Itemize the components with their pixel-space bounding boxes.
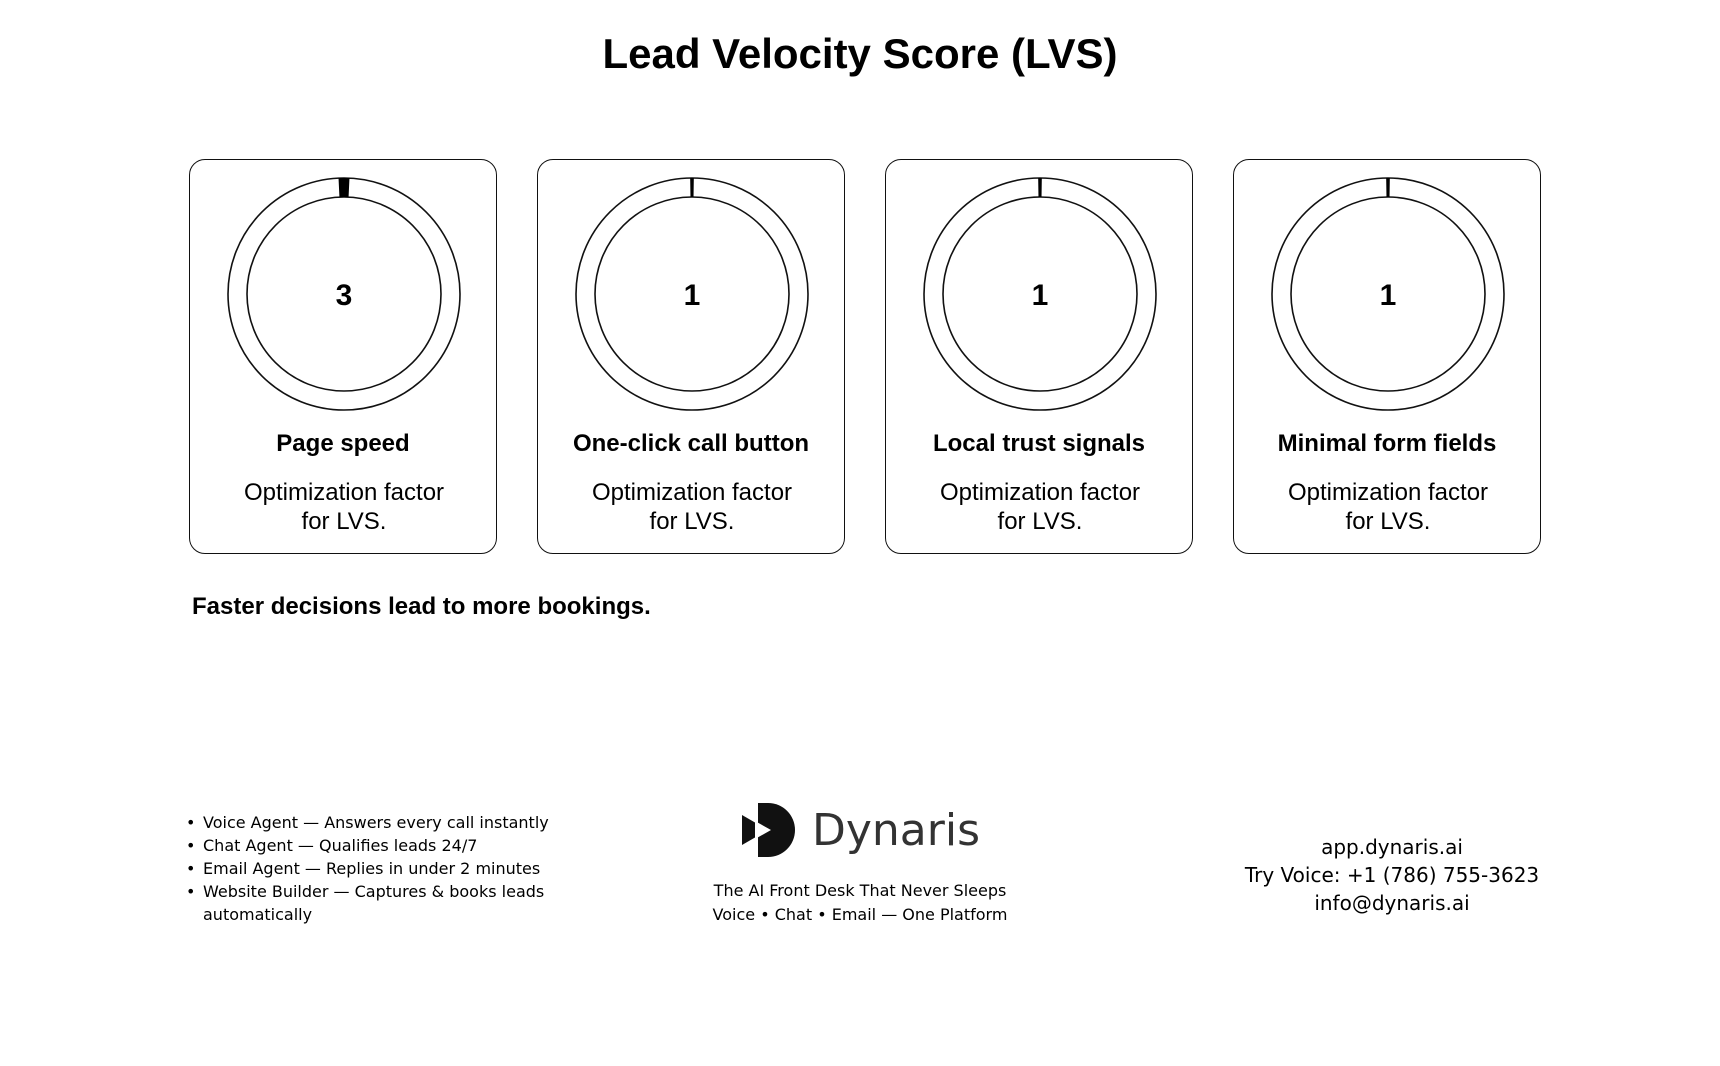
card-title: One-click call button bbox=[572, 430, 810, 457]
phone-number[interactable]: Try Voice: +1 (786) 755-3623 bbox=[1244, 863, 1540, 887]
page-title: Lead Velocity Score (LVS) bbox=[602, 30, 1118, 77]
dynaris-logo-icon bbox=[742, 803, 795, 857]
list-item: Website Builder — Captures & books leads… bbox=[186, 880, 556, 926]
gauge-fill bbox=[690, 178, 694, 198]
brand-slogan: The AI Front Desk That Never Sleeps Voic… bbox=[712, 881, 1008, 924]
card-title: Minimal form fields bbox=[1277, 430, 1497, 457]
tagline: Faster decisions lead to more bookings. bbox=[192, 593, 651, 620]
contact-info: app.dynaris.ai Try Voice: +1 (786) 755-3… bbox=[1192, 833, 1592, 917]
gauge-value: 1 bbox=[684, 279, 701, 312]
gauge-fill bbox=[338, 178, 350, 198]
list-item: Email Agent — Replies in under 2 minutes bbox=[186, 857, 556, 880]
list-item: Voice Agent — Answers every call instant… bbox=[186, 811, 556, 834]
gauge-ring: 3 bbox=[227, 177, 461, 411]
gauge-ring: 1 bbox=[923, 177, 1157, 411]
gauge-value: 1 bbox=[1380, 279, 1397, 312]
card-one-click-call-button: 1 One-click call button Optimization fac… bbox=[537, 159, 845, 554]
gauge-value: 1 bbox=[1032, 279, 1049, 312]
gauge-ring: 1 bbox=[1271, 177, 1505, 411]
email-link[interactable]: info@dynaris.ai bbox=[1314, 891, 1470, 915]
gauge-ring: 1 bbox=[575, 177, 809, 411]
list-item: Chat Agent — Qualifies leads 24/7 bbox=[186, 834, 556, 857]
card-title: Local trust signals bbox=[932, 430, 1146, 457]
card-local-trust-signals: 1 Local trust signals Optimization facto… bbox=[885, 159, 1193, 554]
gauge-fill bbox=[1386, 178, 1390, 198]
brand-name: Dynaris bbox=[812, 805, 981, 856]
website-link[interactable]: app.dynaris.ai bbox=[1321, 835, 1463, 859]
gauge-value: 3 bbox=[336, 279, 353, 312]
gauge-fill bbox=[1038, 178, 1042, 198]
card-title: Page speed bbox=[276, 430, 410, 457]
card-minimal-form-fields: 1 Minimal form fields Optimization facto… bbox=[1233, 159, 1541, 554]
agent-list: Voice Agent — Answers every call instant… bbox=[186, 811, 556, 926]
